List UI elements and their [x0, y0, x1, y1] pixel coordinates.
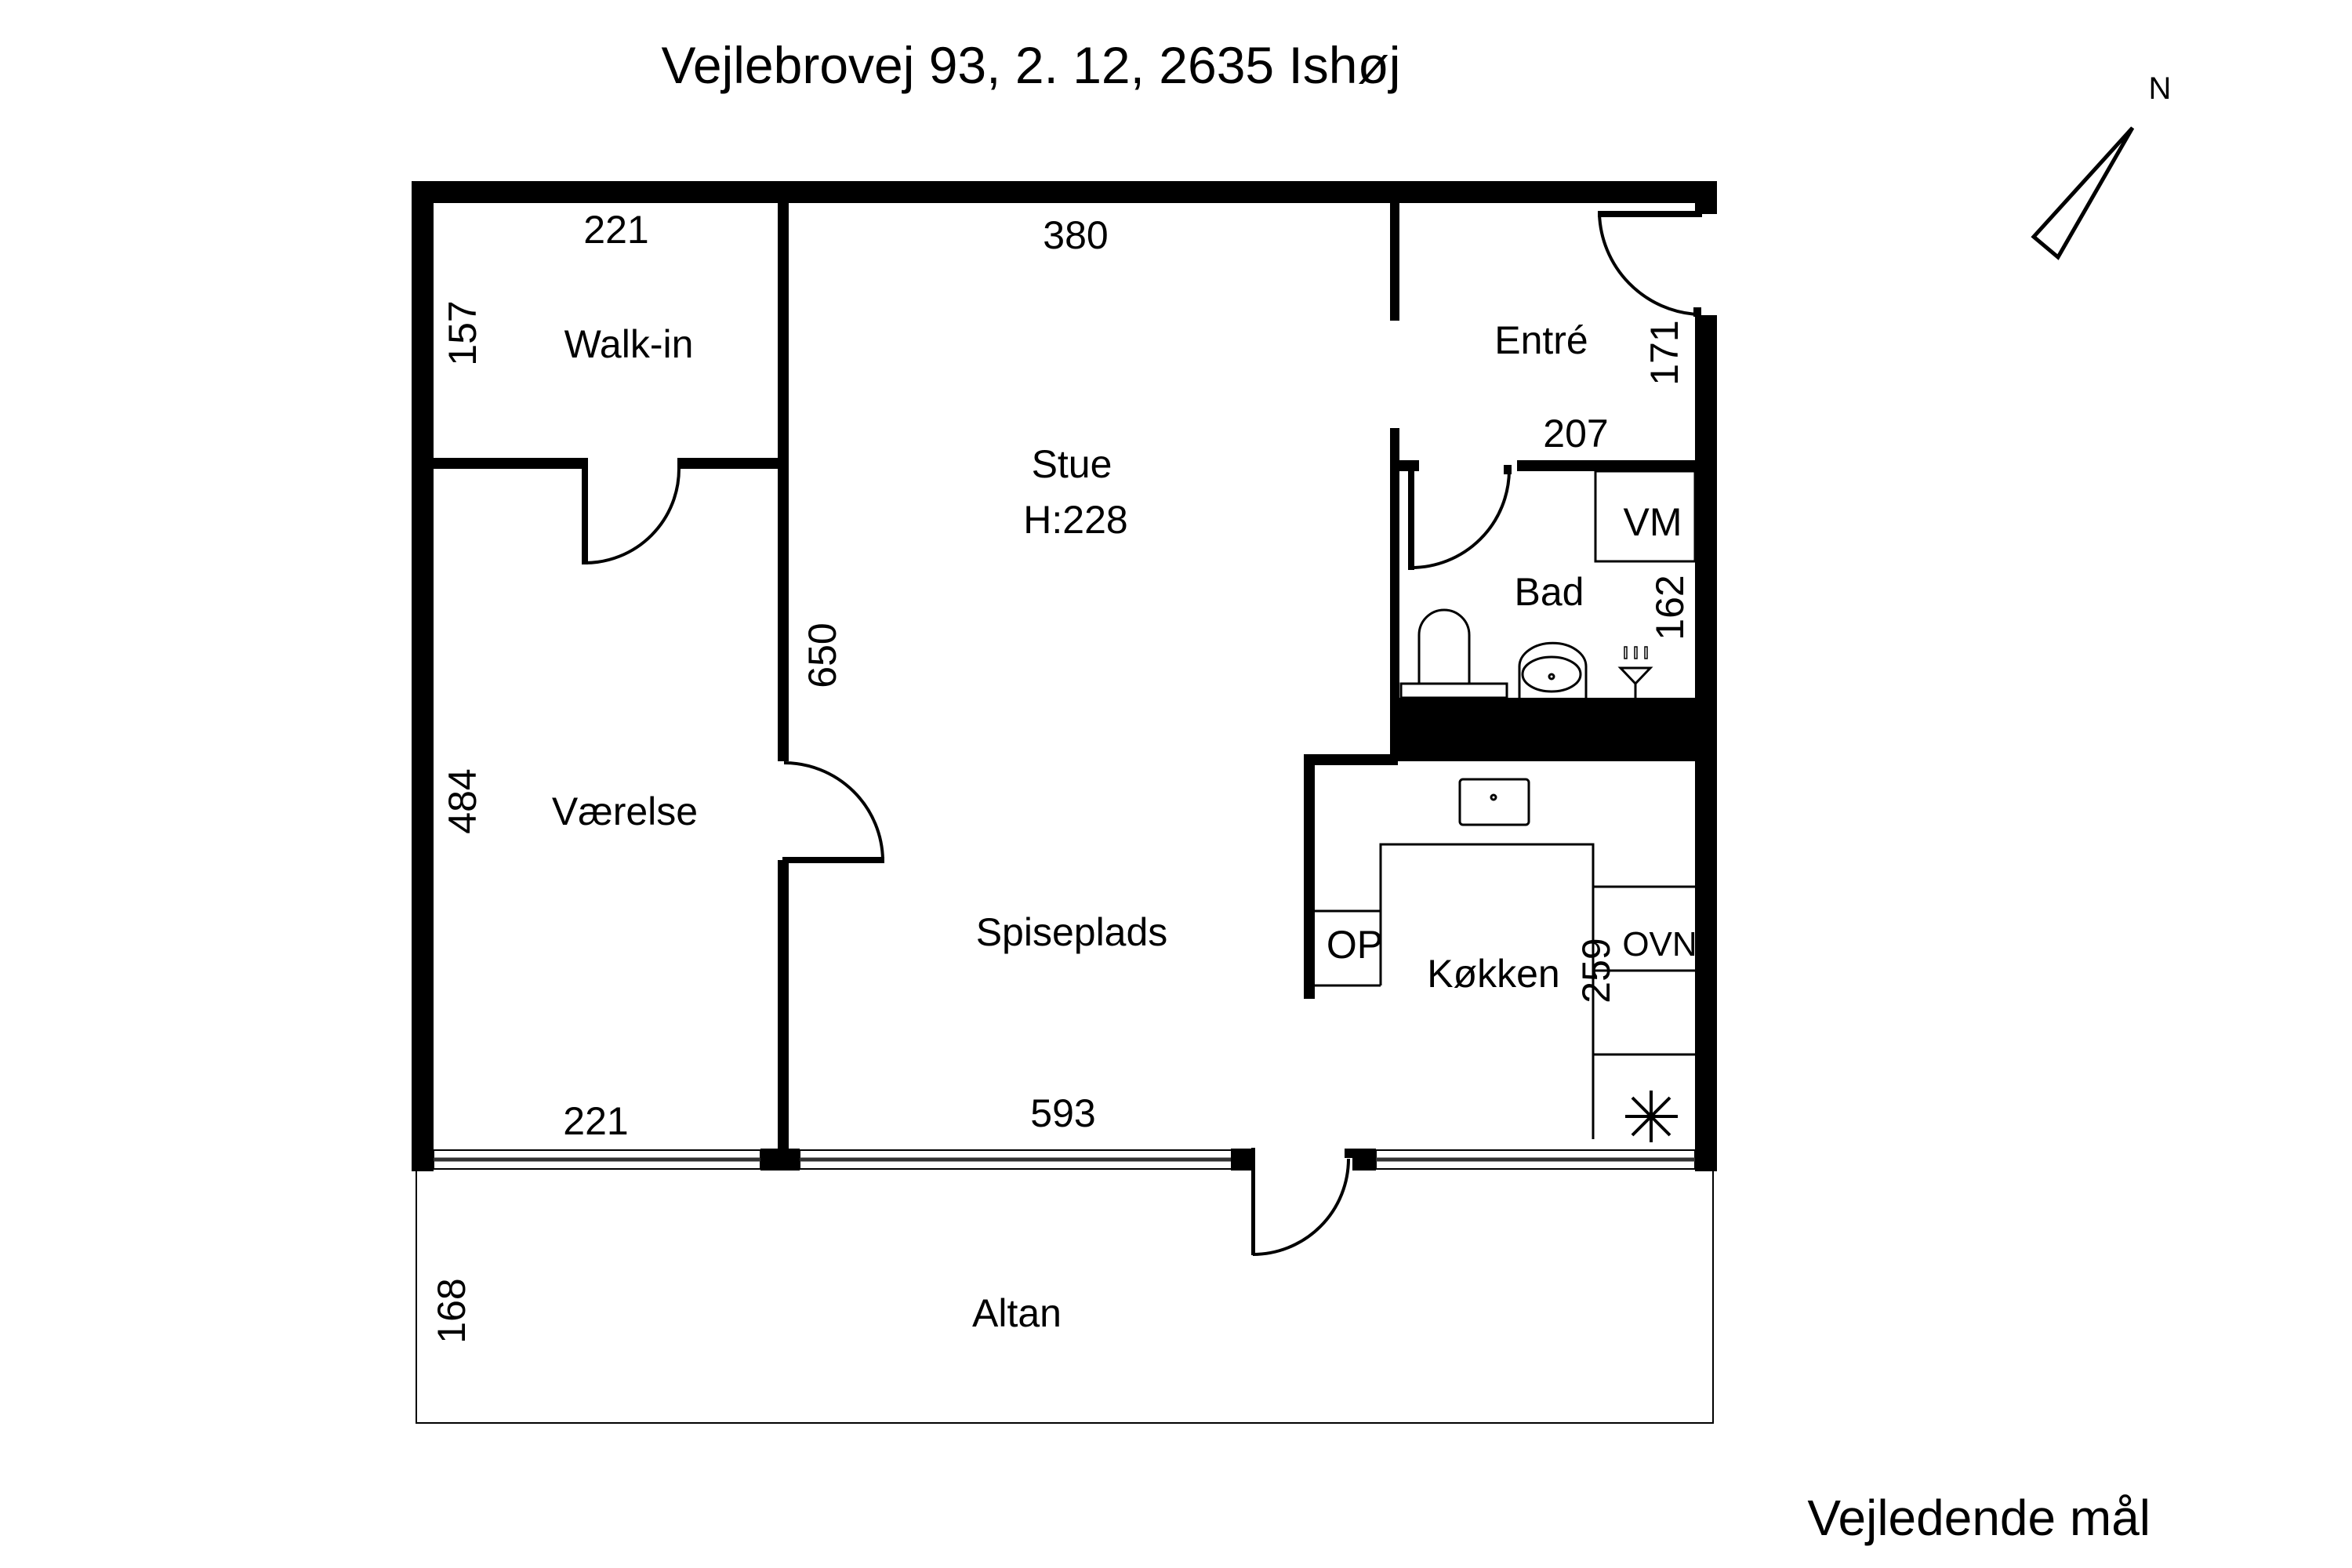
- vaerelse-door[interactable]: [782, 761, 884, 863]
- interior-walls: [434, 203, 1717, 1158]
- walk-in-width: 221: [583, 208, 648, 252]
- walk-in-door[interactable]: [582, 458, 684, 564]
- balcony-outline: [416, 1171, 1714, 1424]
- north-label: N: [2149, 71, 2172, 106]
- entre-width: 207: [1543, 412, 1608, 456]
- room-stue-label: Stue: [1032, 442, 1112, 486]
- washing-machine-label: VM: [1624, 500, 1682, 544]
- room-vaerelse-label: Værelse: [552, 789, 698, 833]
- stue-depth: 650: [800, 622, 844, 688]
- kitchen-counter: [1315, 843, 1695, 1139]
- entrance-door[interactable]: [1598, 211, 1702, 317]
- address-title: Vejlebrovej 93, 2. 12, 2635 Ishøj: [662, 36, 1401, 94]
- north-arrow-icon: [2031, 126, 2135, 260]
- vaerelse-width: 221: [563, 1099, 628, 1143]
- disclaimer-label: Vejledende mål: [1807, 1490, 2151, 1546]
- room-spiseplads-label: Spiseplads: [976, 910, 1168, 954]
- toilet-icon: [1399, 608, 1508, 699]
- shower-icon: [1617, 646, 1653, 698]
- stue-width: 380: [1043, 213, 1108, 257]
- room-entre-label: Entré: [1494, 318, 1588, 362]
- spiseplads-width: 593: [1030, 1091, 1095, 1135]
- room-kokken-label: Køkken: [1427, 952, 1560, 996]
- altan-depth: 168: [430, 1278, 474, 1343]
- washing-machine: [1594, 470, 1697, 563]
- kitchen-sink-icon: [1458, 778, 1530, 826]
- vaerelse-depth: 484: [441, 768, 485, 833]
- fridge-label: OP: [1327, 923, 1383, 967]
- outer-walls: [412, 181, 1717, 1171]
- oven-label: OVN: [1622, 925, 1697, 964]
- bottom-wall-windows: [412, 1149, 1717, 1171]
- bad-depth: 162: [1648, 575, 1692, 640]
- walk-in-depth: 157: [441, 300, 485, 365]
- room-walk-in-label: Walk-in: [564, 322, 694, 366]
- sink-icon: [1518, 641, 1588, 698]
- stue-height: H:228: [1023, 498, 1127, 542]
- balcony-door[interactable]: [1251, 1148, 1352, 1256]
- room-altan-label: Altan: [972, 1291, 1062, 1335]
- stove-icon: [1625, 1091, 1678, 1142]
- entre-depth: 171: [1642, 320, 1686, 385]
- room-bad-label: Bad: [1515, 570, 1584, 614]
- kokken-depth: 259: [1574, 938, 1618, 1003]
- bath-door[interactable]: [1408, 464, 1512, 570]
